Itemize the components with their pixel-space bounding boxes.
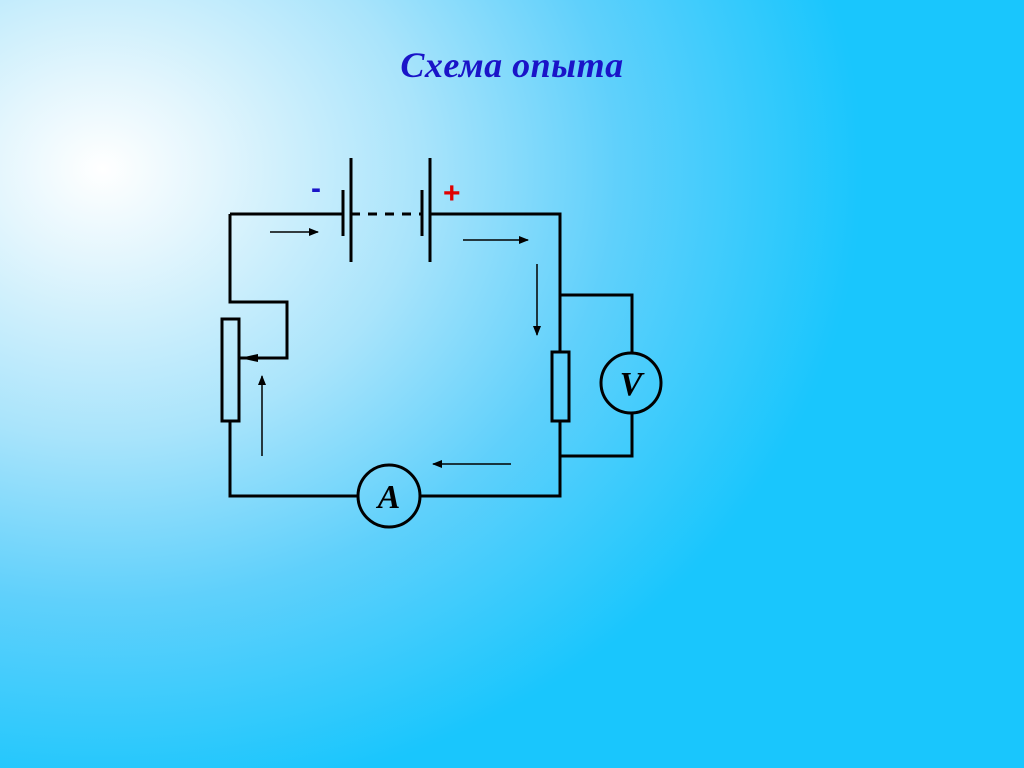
wire-top-right [430,212,562,352]
ammeter-symbol: A [376,479,401,516]
wire-right-lower [420,420,562,498]
slide-title: Схема опыта [400,45,624,85]
wire-bottom-left [228,420,358,498]
ammeter-circle [356,463,422,529]
resistor-body [550,350,571,423]
voltmeter-circle [599,351,663,415]
battery-positive-label: + [443,177,461,210]
rheostat-slider-arrow [240,354,258,362]
voltmeter-wire-top [560,293,634,353]
rheostat-body [220,317,241,423]
battery-negative-label: - [311,172,321,205]
voltmeter-wire-bottom [560,413,634,458]
battery [341,158,432,262]
wire-left-upper [228,214,289,360]
voltmeter-symbol: V [620,366,645,403]
